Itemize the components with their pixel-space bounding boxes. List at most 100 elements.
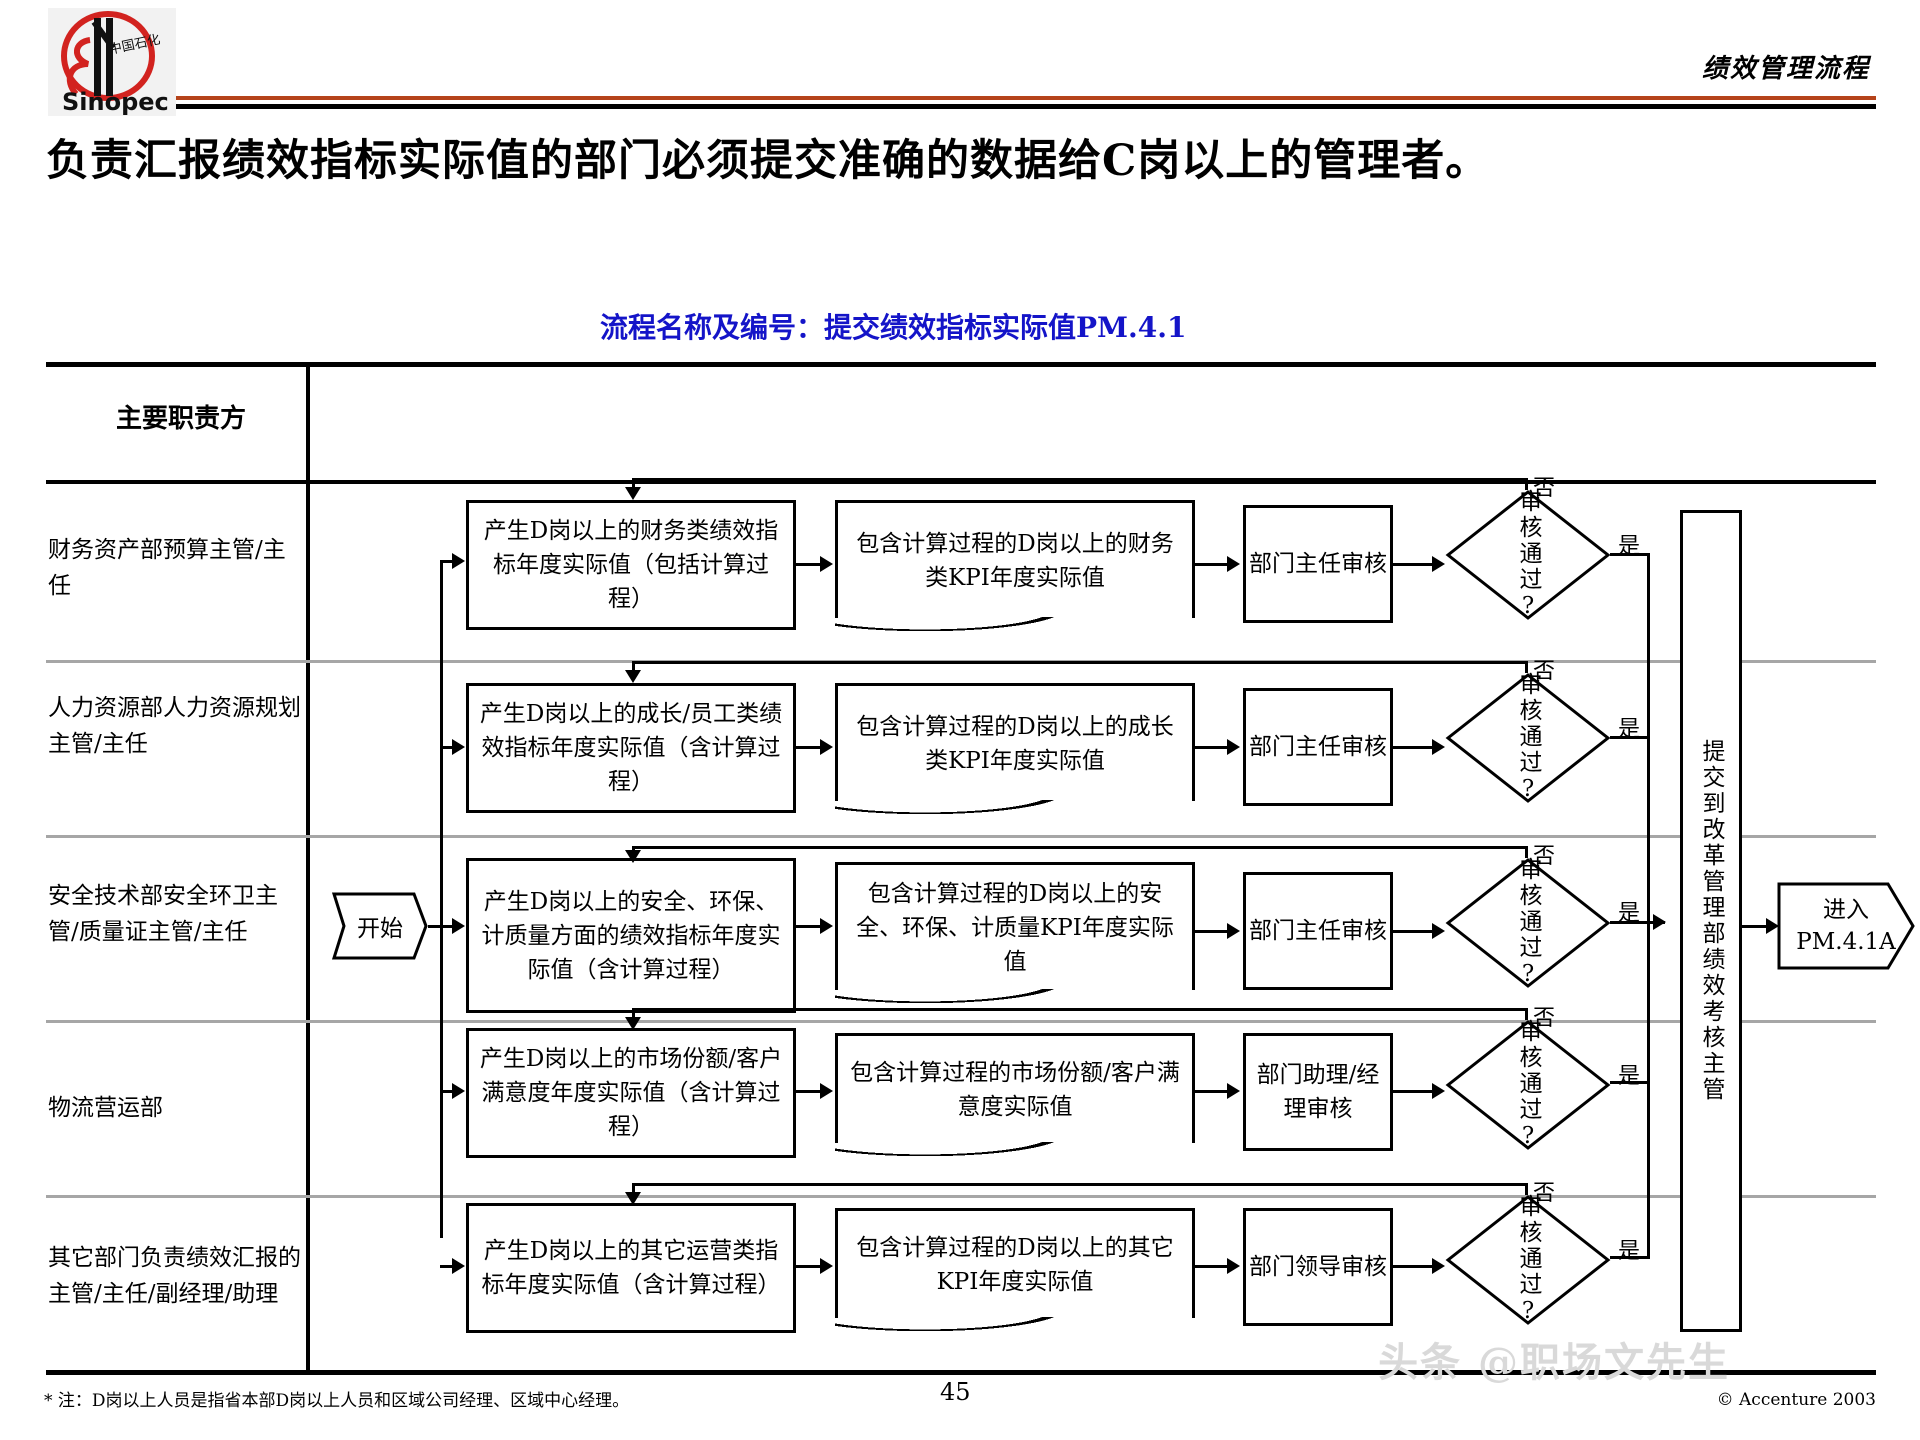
connector: [1393, 563, 1433, 566]
arrow-head: [1227, 923, 1240, 939]
process-box-produce-hr[interactable]: 产生D岗以上的成长/员工类绩效指标年度实际值（含计算过程）: [466, 683, 796, 813]
connector: [796, 746, 822, 749]
start-node[interactable]: 开始: [330, 890, 430, 962]
connector: [1393, 930, 1433, 933]
lane-separator: [46, 835, 1876, 838]
connector: [1393, 1090, 1433, 1093]
connector: [796, 1265, 822, 1268]
decision-diamond-other[interactable]: 审核通过?: [1443, 1192, 1613, 1328]
branch-label-no: 否: [1533, 1181, 1556, 1206]
arrow-head: [625, 1192, 641, 1205]
document-box-logistics-kpi[interactable]: 包含计算过程的市场份额/客户满意度实际值: [835, 1033, 1195, 1162]
branch-label-no: 否: [1533, 844, 1556, 869]
lane-label-other: 其它部门负责绩效汇报的主管/主任/副经理/助理: [48, 1245, 301, 1307]
connector: [1195, 746, 1228, 749]
header-rule-red: [176, 96, 1876, 100]
arrow-head: [820, 1083, 833, 1099]
review-box-logistics[interactable]: 部门助理/经理审核: [1243, 1033, 1393, 1151]
connector-no-up: [1525, 1008, 1528, 1020]
connector: [1195, 930, 1228, 933]
page-title: 负责汇报绩效指标实际值的部门必须提交准确的数据给C岗以上的管理者。: [46, 136, 1490, 186]
review-box-safety[interactable]: 部门主任审核: [1243, 872, 1393, 990]
process-name-label: 流程名称及编号：提交绩效指标实际值PM.4.1: [600, 311, 1187, 344]
document-box-other-kpi[interactable]: 包含计算过程的D岗以上的其它KPI年度实际值: [835, 1208, 1195, 1337]
branch-label-yes: 是: [1618, 901, 1641, 926]
decision-label: 审核通过?: [1515, 488, 1541, 622]
svg-text:Sinopec: Sinopec: [62, 88, 169, 116]
connector-to-lane1: [440, 560, 462, 563]
arrow-head: [1227, 1258, 1240, 1274]
process-box-produce-logistics[interactable]: 产生D岗以上的市场份额/客户满意度年度实际值（含计算过程）: [466, 1028, 796, 1158]
decision-diamond-finance[interactable]: 审核通过?: [1443, 487, 1613, 623]
distribution-rail: [440, 560, 443, 1238]
branch-label-yes: 是: [1618, 1239, 1641, 1264]
swimlane-bottom-rule: [46, 1370, 1876, 1375]
arrow-head: [1432, 923, 1445, 939]
document-box-hr-kpi[interactable]: 包含计算过程的D岗以上的成长类KPI年度实际值: [835, 683, 1195, 820]
connector-no-up: [1525, 661, 1528, 673]
connector: [796, 1090, 822, 1093]
connector-yes: [1610, 1081, 1650, 1084]
arrow-head: [625, 487, 641, 500]
connector-no-back: [632, 661, 1528, 664]
process-box-produce-other[interactable]: 产生D岗以上的其它运营类指标年度实际值（含计算过程）: [466, 1203, 796, 1333]
connector-no-down: [632, 1183, 635, 1195]
decision-diamond-safety[interactable]: 审核通过?: [1443, 855, 1613, 991]
connector-yes: [1610, 1256, 1650, 1259]
arrow-head: [820, 556, 833, 572]
connector: [1195, 1265, 1228, 1268]
copyright-notice: © Accenture 2003: [1716, 1390, 1876, 1410]
lane-label-finance: 财务资产部预算主管/主任: [48, 537, 286, 599]
lane-separator: [46, 1020, 1876, 1023]
arrow-head: [1227, 739, 1240, 755]
review-box-finance[interactable]: 部门主任审核: [1243, 505, 1393, 623]
branch-label-no: 否: [1533, 476, 1556, 501]
decision-diamond-logistics[interactable]: 审核通过?: [1443, 1017, 1613, 1153]
connector-no-up: [1525, 478, 1528, 490]
connector-yes-up: [1647, 928, 1650, 1258]
decision-diamond-hr[interactable]: 审核通过?: [1443, 670, 1613, 806]
arrow-head: [820, 918, 833, 934]
document-box-safety-kpi[interactable]: 包含计算过程的D岗以上的安全、环保、计质量KPI年度实际值: [835, 862, 1195, 1009]
arrow-head: [1432, 1258, 1445, 1274]
connector-to-lane5: [440, 1265, 462, 1268]
submit-box[interactable]: 提交到改革管理部绩效考核主管: [1680, 510, 1742, 1332]
review-box-other[interactable]: 部门领导审核: [1243, 1208, 1393, 1326]
connector-yes: [1610, 921, 1665, 924]
arrow-head: [452, 739, 465, 755]
start-node-label: 开始: [357, 916, 403, 942]
arrow-head: [1766, 918, 1779, 934]
arrow-head: [452, 553, 465, 569]
connector-no-down: [632, 661, 635, 673]
lane-label-safety: 安全技术部安全环卫主管/质量证主管/主任: [48, 883, 278, 945]
connector-no-up: [1525, 846, 1528, 858]
process-box-produce-finance[interactable]: 产生D岗以上的财务类绩效指标年度实际值（包括计算过程）: [466, 500, 796, 630]
arrow-head: [820, 739, 833, 755]
arrow-head: [625, 1017, 641, 1030]
connector-yes: [1610, 736, 1650, 739]
swimlane-top-rule: [46, 362, 1876, 367]
arrow-head: [1432, 739, 1445, 755]
connector-no-up: [1525, 1183, 1528, 1195]
watermark: 头条 @职场文先生: [1378, 1339, 1730, 1386]
final-node[interactable]: 进入 PM.4.1A: [1776, 880, 1916, 972]
connector-yes: [1610, 553, 1650, 556]
header-subject: 绩效管理流程: [1701, 54, 1870, 84]
decision-label: 审核通过?: [1515, 1018, 1541, 1152]
arrow-head: [452, 1083, 465, 1099]
connector: [1393, 1265, 1433, 1268]
document-box-finance-kpi[interactable]: 包含计算过程的D岗以上的财务类KPI年度实际值: [835, 500, 1195, 637]
arrow-head: [820, 1258, 833, 1274]
connector: [1195, 563, 1228, 566]
sinopec-logo: 中国石化 Sinopec: [48, 8, 176, 116]
connector-no-back: [632, 478, 1528, 481]
branch-label-yes: 是: [1618, 717, 1641, 742]
arrow-head: [452, 1258, 465, 1274]
final-node-label: 进入 PM.4.1A: [1796, 897, 1896, 955]
review-box-hr[interactable]: 部门主任审核: [1243, 688, 1393, 806]
connector-no-down: [632, 478, 635, 490]
branch-label-no: 否: [1533, 659, 1556, 684]
branch-label-yes: 是: [1618, 1064, 1641, 1089]
connector-no-down: [632, 1008, 635, 1020]
process-box-produce-safety[interactable]: 产生D岗以上的安全、环保、计质量方面的绩效指标年度实际值（含计算过程）: [466, 858, 796, 1013]
